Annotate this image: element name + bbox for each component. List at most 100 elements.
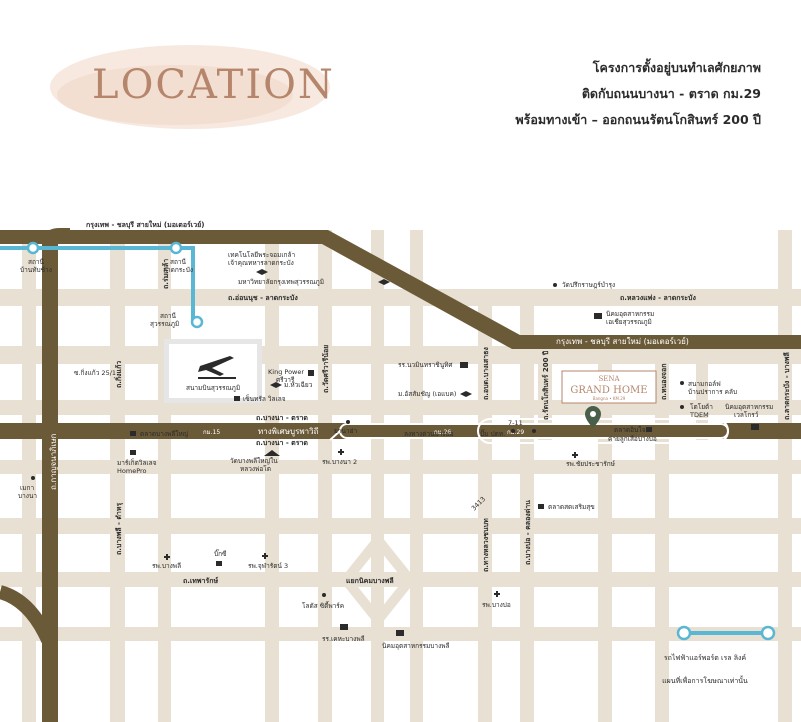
label-motorway-right: กรุงเทพ - ชลบุรี สายใหม่ (มอเตอร์เวย์) (556, 336, 689, 346)
airport-rail-link (0, 246, 195, 322)
poi-hua-chiew: ม.หัวเฉียว (284, 381, 313, 389)
poi-yanhee: ยานาฮ่า (334, 427, 358, 435)
headline-line-2: ติดกับถนนบางนา - ตราด กม.29 (581, 86, 761, 101)
title-brush (50, 45, 330, 129)
dot-icon (511, 429, 515, 433)
label-bangna-trad-south: ถ.บางนา - ตราด (256, 439, 308, 447)
school-icon (270, 382, 282, 388)
dot-icon (680, 405, 684, 409)
poi-central-village: เซ็นทรัล วิลเลจ (243, 394, 286, 403)
label-bangna-trad-north: ถ.บางนา - ตราด (256, 414, 308, 422)
project-sub: Bangna • KM.29 (593, 396, 626, 401)
school-icon (378, 279, 390, 285)
hospital-icon (262, 553, 268, 559)
poi-hosp-bangphli: รพ.บางพลี (152, 562, 181, 570)
headline-line-1: โครงการตั้งอยู่บนทำเลศักยภาพ (592, 60, 761, 75)
kanchanaphisek-south-curve (0, 585, 55, 643)
dot-icon (532, 429, 536, 433)
poi-talad-bangphli-yai: ตลาดบางพลีใหญ่ (140, 430, 189, 438)
airport-label: สนามบินสุวรรณภูมิ (186, 384, 240, 392)
factory-icon (594, 313, 602, 319)
label-luang-phaeng: ถ.หลวงแพ่ง - ลาดกระบัง (620, 294, 696, 302)
label-abac-road: ถ.อบต.บางเสาธง (482, 347, 490, 400)
page-title: LOCATION (92, 62, 335, 108)
rail-stations (26, 241, 204, 329)
cart-icon (538, 504, 544, 509)
label-khlong-luang: ถ.หนองจอก (660, 364, 668, 400)
cart-icon (130, 450, 136, 455)
label-on-nut: ถ.อ่อนนุช - ลาดกระบัง (228, 294, 298, 302)
poi-wat-bangphli: วัดบางพลีใหญ่ในหลวงพ่อโต (230, 457, 278, 473)
poi-group: เทคโนโลยีพระจอมเกล้าเจ้าคุณทหารลาดกระบัง… (18, 251, 773, 650)
disclaimer-note: แผนที่เพื่อการโฆษณาเท่านั้น (662, 677, 748, 685)
label-wat-sri-wari: ถ.วัดศรีวารีน้อย (321, 345, 330, 393)
poi-pump: ปั๊ม ปตท. (480, 429, 505, 438)
dot-icon (680, 381, 684, 385)
shop-icon (308, 370, 314, 376)
poi-talad-in-jai: ตลาดอินใจ (614, 426, 646, 434)
building-icon (460, 362, 468, 368)
cart-icon (646, 427, 652, 432)
label-rom-klao: ถ.ร่มเกล้า (161, 259, 170, 289)
poi-nikhom-bangphli: นิคมอุตสาหกรรมบางพลี (382, 642, 450, 650)
dot-icon (322, 593, 326, 597)
poi-kmitl: เทคโนโลยีพระจอมเกล้าเจ้าคุณทหารลาดกระบัง (228, 251, 295, 267)
factory-icon (396, 630, 404, 636)
label-king-kaeo: ถ.กิ่งแก้ว (113, 361, 123, 388)
building-icon (340, 624, 348, 630)
poi-scout-camp: ค่ายลูกเสือบางบ่อ (608, 435, 657, 443)
poi-market-sermsuk: ตลาดสดเสริมสุข (548, 503, 595, 511)
airplane-icon (198, 356, 236, 379)
school-icon (460, 391, 472, 397)
label-right-vertical: ถ.ลาดกระบัง - บางพลี (783, 352, 791, 420)
label-nikhom-bangphli: แยกนิคมบางพลี (346, 577, 394, 585)
hospital-icon (494, 591, 500, 597)
hospital-icon (164, 554, 170, 560)
poi-nikhom-east: นิคมอุตสาหกรรมเอเชียสุวรรณภูมิ (606, 310, 654, 326)
dot-icon (31, 476, 35, 480)
station-dot-ban-thap-chang (26, 241, 40, 255)
label-thep-road: ถ.ทางหลวงชนบท (482, 518, 490, 572)
school-icon (256, 269, 268, 275)
interchange (339, 531, 417, 629)
cart-icon (234, 396, 240, 401)
project-brand: SENA (598, 375, 620, 383)
temple-icon (264, 450, 280, 456)
headline: โครงการตั้งอยู่บนทำเลศักยภาพ ติดกับถนนบา… (515, 55, 761, 133)
major-roads (0, 230, 801, 439)
hospital-icon (338, 449, 344, 455)
poi-golf: สนามกอล์ฟบ้านปราการ คลับ (688, 380, 737, 396)
project-name: GRAND HOME (570, 385, 647, 396)
label-thepharak: ถ.เทพารักษ์ (183, 576, 218, 585)
project-logo-box (561, 370, 657, 404)
poi-seven: 7-11 (508, 419, 523, 427)
poi-nawamin: รร.นวมินทราชินูทิศ (398, 361, 453, 369)
label-kanchanaphisek: ถ.กาญจนาภิเษก (49, 434, 58, 490)
label-kingkaew-25: ซ.กิ่งแก้ว 25/1 (74, 368, 116, 377)
station-label-suvarnabhumi: สถานีสุวรรณภูมิ (150, 312, 179, 328)
dot-icon (553, 283, 557, 287)
poi-univ-suvarnabhumi: มหาวิทยาลัยกรุงเทพสุวรรณภูมิ (238, 278, 324, 286)
legend-rail-label: รถไฟฟ้าแอร์พอร์ต เรล ลิงค์ (663, 654, 747, 662)
poi-bigc: บิ๊กซี (214, 549, 227, 558)
poi-wat-prue: วัดปรึกราษฎร์บำรุง (562, 281, 615, 289)
poi-nikhom-wellgrow: นิคมอุตสาหกรรมเวลโกรว์ (725, 403, 773, 419)
project-pin-icon (585, 406, 601, 428)
poi-bangbo-exit: ลงทางด่วนบางบ่อ (404, 430, 454, 438)
label-ratanakosin: ถ.รัตนโกสินทร์ 200 ปี (541, 350, 550, 420)
km26-label: กม.26 (434, 429, 451, 436)
label-expressway: ทางพิเศษบูรพาวิถี (258, 427, 319, 437)
label-ramkhamhaeng: ถ.บางพลี - ตำหรุ (115, 503, 123, 555)
poi-assumption: ม.อัสสัมชัญ (เอแบค) (398, 390, 456, 398)
station-label-ban-thap-chang: สถานีบ้านทับช้าง (20, 258, 52, 274)
km29-label: กม.29 (507, 429, 524, 436)
label-motorway-top: กรุงเทพ - ชลบุรี สายใหม่ (มอเตอร์เวย์) (86, 220, 204, 229)
expressway (329, 418, 729, 444)
headline-line-3: พร้อมทางเข้า – ออกถนนรัตนโกสินทร์ 200 ปี (515, 112, 761, 127)
poi-lotus: โลตัส ซิตี้พาร์ค (302, 601, 344, 610)
poi-hosp-chularat: รพ.จุฬารัตน์ 3 (248, 562, 288, 570)
